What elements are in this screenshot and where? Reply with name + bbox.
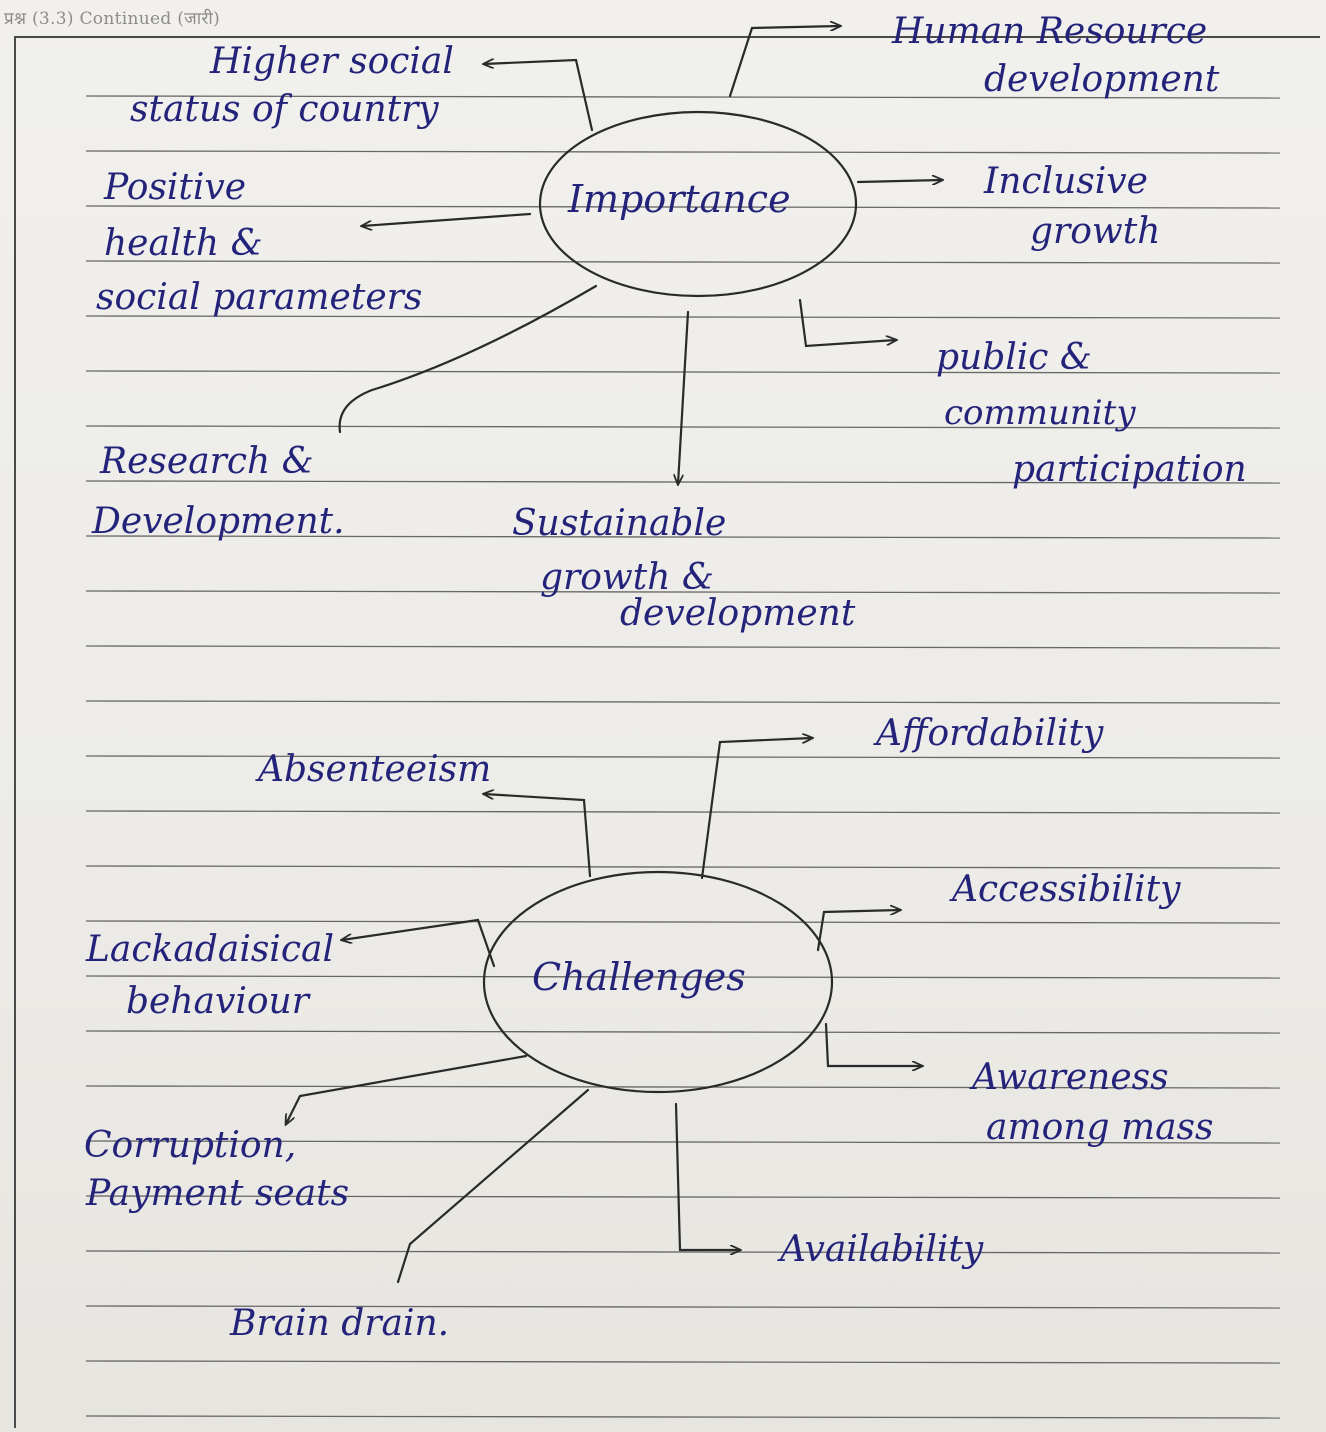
ruled-lines [85,95,1281,1419]
connector-higher-social-status [484,60,594,132]
branch-line: Corruption, [84,1125,297,1166]
ruled-line [85,205,1281,209]
branch-availability: Availability [780,1229,984,1270]
ruled-line [85,1250,1281,1254]
ruled-line [85,260,1281,264]
connector-lackadaisical [342,918,496,968]
connector-public-community [798,298,896,348]
branch-line: Research & [100,441,314,482]
branch-line: Positive [104,167,247,208]
branch-brain-drain: Brain drain. [230,1303,450,1344]
importance-node-ellipse [538,110,858,298]
ruled-line [85,1140,1281,1144]
branch-line: among mass [986,1107,1214,1148]
ruled-line [85,590,1281,594]
ruled-line [85,755,1281,759]
ruled-line [85,535,1281,539]
ruled-line [85,700,1281,704]
branch-line: participation [1012,449,1247,490]
branch-line: Higher social [210,41,454,82]
branch-line: Human Resource [892,11,1208,52]
connector-absenteeism [484,794,592,878]
branch-line: Lackadaisical [86,929,334,970]
branch-absenteeism: Absenteeism [258,749,492,790]
ruled-line [85,370,1281,374]
ruled-line [85,810,1281,814]
branch-line: Inclusive [984,161,1148,202]
branch-affordability: Affordability [876,713,1104,754]
importance-center-label: Importance [568,177,791,221]
branch-line: health & [104,223,263,264]
challenges-center-label: Challenges [532,955,746,999]
connector-human-resource [728,26,840,98]
connector-accessibility [816,910,900,952]
ruled-line [85,1360,1281,1364]
connector-brain-drain [396,1088,590,1284]
branch-line: growth [1030,211,1161,252]
connector-awareness [824,1022,922,1066]
connector-inclusive-growth [856,180,942,182]
branch-line: Sustainable [512,503,727,544]
page-margin-border [14,36,1320,1428]
challenges-node-ellipse [482,870,834,1094]
ruled-line [85,95,1281,99]
ruled-line [85,645,1281,649]
ruled-line [85,1085,1281,1089]
branch-line: behaviour [126,981,309,1022]
question-header: प्रश्न (3.3) Continued (जारी) [4,9,221,29]
connector-corruption [286,1054,528,1124]
challenges-cluster [286,738,922,1284]
ruled-line [85,975,1281,979]
branch-line: Awareness [972,1057,1169,1098]
connector-positive-health [362,212,532,226]
ruled-line [85,1415,1281,1419]
ruled-line [85,1305,1281,1309]
ruled-line [85,865,1281,869]
connector-research-development [338,284,598,434]
connector-affordability [700,738,812,880]
connector-sustainable-growth [678,310,690,484]
ruled-line [85,315,1281,319]
branch-line: Payment seats [86,1173,350,1214]
branch-line: growth & [540,557,714,598]
branch-line: development [984,59,1220,100]
ruled-line [85,1030,1281,1034]
ruled-line [85,920,1281,924]
importance-cluster [338,26,942,484]
ruled-line [85,150,1281,154]
branch-line: development [620,593,856,634]
branch-line: community [944,393,1136,433]
branch-line: Development. [92,501,345,542]
ruled-line [85,425,1281,429]
branch-accessibility: Accessibility [952,869,1181,910]
branch-line: public & [936,337,1092,378]
connector-availability [674,1102,740,1250]
branch-line: social parameters [96,277,423,318]
ruled-line [85,1195,1281,1199]
branch-line: status of country [130,89,439,130]
